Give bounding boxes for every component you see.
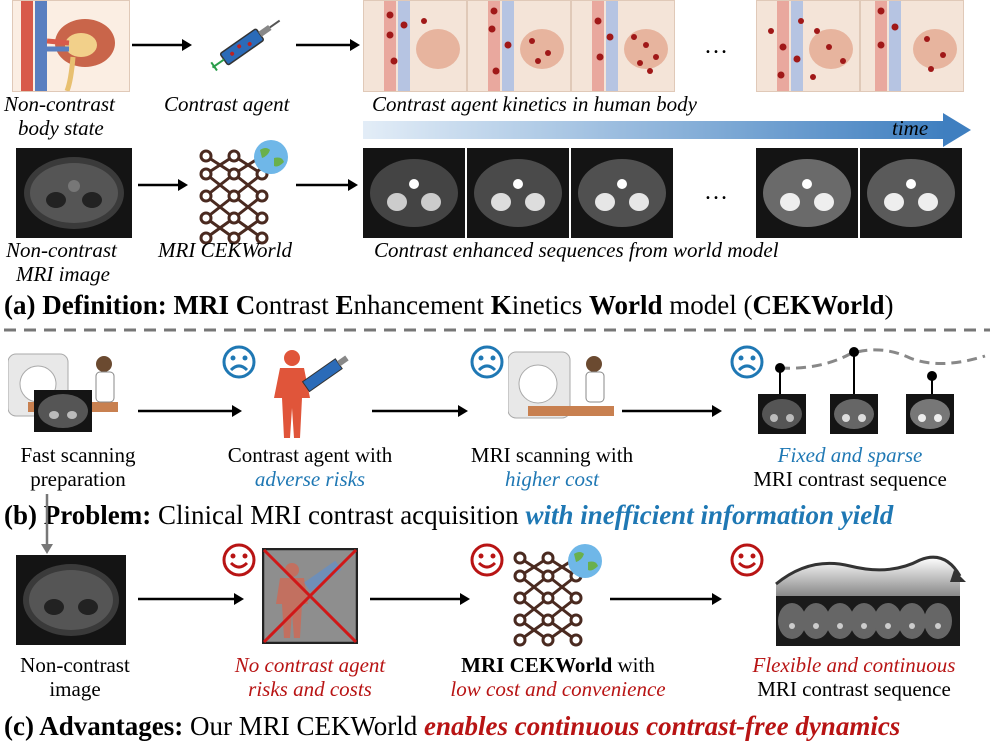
- contrast-agent-label: Contrast agent: [164, 92, 290, 116]
- sparse-mri-3: [906, 394, 954, 434]
- sad-face-icon-2: [470, 345, 504, 379]
- c-step4-label-1: Flexible and continuous: [752, 653, 956, 677]
- kinetics-frame-2: [467, 0, 571, 92]
- no-contrast-agent-icon: [262, 548, 358, 644]
- caption-a-p2: nhancement: [353, 290, 491, 320]
- kinetics-frame-3: [571, 0, 675, 92]
- caption-a-p5: ): [884, 290, 894, 320]
- c-step1-label-1: Non-contrast: [20, 653, 130, 677]
- caption-b-text: Clinical MRI contrast acquisition: [151, 500, 526, 530]
- kinetics-frame-4: [756, 0, 860, 92]
- c-step3-bold: MRI CEKWorld: [461, 653, 613, 677]
- b-step4-label-2: MRI contrast sequence: [753, 467, 947, 491]
- generated-mri-4: [756, 148, 858, 238]
- caption-a-p3: inetics: [511, 290, 589, 320]
- kinetics-label: Contrast agent kinetics in human body: [372, 92, 697, 116]
- c-step2-label-2: risks and costs: [248, 677, 372, 701]
- caption-a-p3b: K: [490, 290, 512, 320]
- caption-a-p4: model (: [662, 290, 753, 320]
- caption-c-text: Our MRI CEKWorld: [183, 711, 425, 741]
- sequence-ellipsis: …: [704, 179, 728, 205]
- b-step1-label-2: preparation: [30, 467, 126, 491]
- generated-mri-2: [467, 148, 569, 238]
- mri-label-1: Non-contrast: [6, 238, 117, 262]
- kinetics-frame-1: [363, 0, 467, 92]
- happy-face-icon: [222, 543, 256, 577]
- caption-b: (b) Problem: Clinical MRI contrast acqui…: [4, 500, 893, 530]
- caption-a-p4b: World: [588, 290, 663, 320]
- c-step4-label-2: MRI contrast sequence: [757, 677, 951, 701]
- human-body-icon: [274, 350, 349, 438]
- sad-face-icon-3: [730, 345, 764, 379]
- caption-a-p1: ontrast: [255, 290, 336, 320]
- arrow-a1: [132, 39, 192, 51]
- arrow-b2: [372, 405, 468, 417]
- time-arrow: [363, 113, 971, 147]
- caption-c-emph: enables continuous contrast-free dynamic…: [424, 711, 901, 741]
- sparse-mri-2: [830, 394, 878, 434]
- section-divider: [4, 328, 990, 332]
- arrow-b1: [138, 405, 242, 417]
- arrow-c3: [610, 593, 722, 605]
- arrow-a2: [296, 39, 360, 51]
- generated-mri-1: [363, 148, 465, 238]
- arrow-b3: [622, 405, 722, 417]
- kinetics-ellipsis: …: [704, 33, 728, 59]
- b-step2-label-1: Contrast agent with: [227, 443, 393, 467]
- prep-mri-thumb: [34, 390, 92, 432]
- caption-a: (a) Definition: MRI Contrast Enhancement…: [4, 290, 893, 320]
- non-contrast-mri: [16, 148, 132, 238]
- c-step1-label-2: image: [49, 677, 101, 701]
- b-step4-label-1: Fixed and sparse: [777, 443, 923, 467]
- caption-a-p2b: E: [335, 290, 354, 320]
- generated-mri-5: [860, 148, 962, 238]
- body-state-label-2: body state: [18, 116, 104, 140]
- happy-face-icon-2: [470, 543, 504, 577]
- kinetics-frame-5: [860, 0, 964, 92]
- b-step3-label-2: higher cost: [505, 467, 599, 491]
- kidney-illustration: [12, 0, 130, 92]
- generated-mri-3: [571, 148, 673, 238]
- sequences-label: Contrast enhanced sequences from world m…: [374, 238, 779, 262]
- body-state-label-1: Non-contrast: [4, 92, 115, 116]
- c-step3-rest: with: [612, 653, 655, 677]
- caption-b-prefix: (b) Problem:: [4, 500, 152, 530]
- globe-icon: [254, 140, 288, 174]
- sparse-mri-1: [758, 394, 806, 434]
- time-label: time: [892, 116, 929, 140]
- arrow-c2: [370, 593, 470, 605]
- b-step3-label-1: MRI scanning with: [470, 443, 634, 467]
- b-step1-label-1: Fast scanning: [20, 443, 136, 467]
- c-step2-label-1: No contrast agent: [234, 653, 386, 677]
- cekworld-label: MRI CEKWorld: [158, 238, 292, 262]
- mri-label-2: MRI image: [16, 262, 110, 286]
- arrow-a4: [296, 179, 358, 191]
- c-non-contrast-mri: [16, 555, 126, 645]
- continuous-sequence-stack: [775, 555, 966, 646]
- caption-c: (c) Advantages: Our MRI CEKWorld enables…: [4, 711, 900, 741]
- happy-face-icon-3: [730, 543, 764, 577]
- b-step2-label-2: adverse risks: [254, 467, 366, 491]
- syringe-icon: [210, 19, 281, 72]
- arrow-c1: [138, 593, 244, 605]
- caption-a-p5b: CEKWorld: [752, 290, 885, 320]
- caption-c-prefix: (c) Advantages:: [4, 711, 184, 741]
- caption-b-emph: with inefficient information yield: [525, 500, 894, 530]
- globe-icon-2: [568, 544, 602, 578]
- c-step3-label-2: low cost and convenience: [450, 677, 666, 701]
- sparse-sequence-curve: [775, 347, 986, 396]
- sad-face-icon: [222, 345, 256, 379]
- arrow-a3: [138, 179, 188, 191]
- arrow-down: [41, 494, 53, 554]
- mri-scanner-icon-2: [508, 351, 614, 419]
- caption-a-p1b: MRI C: [173, 290, 256, 320]
- neural-network-icon-2: [513, 551, 583, 647]
- neural-network-icon: [199, 149, 269, 245]
- caption-a-prefix: (a) Definition:: [4, 290, 167, 320]
- c-step3-label-1: MRI CEKWorld with: [418, 653, 698, 677]
